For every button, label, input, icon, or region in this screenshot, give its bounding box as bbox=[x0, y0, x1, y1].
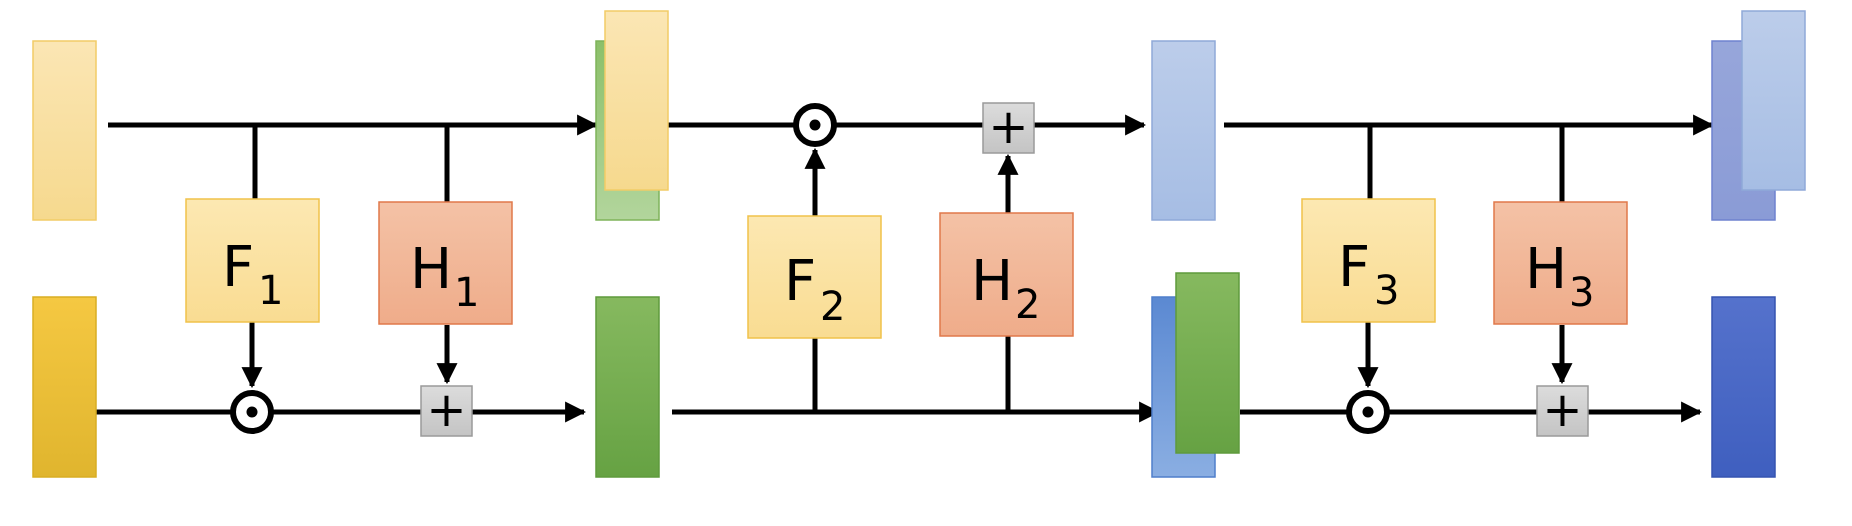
multiply-node-1 bbox=[230, 390, 274, 434]
h3-letter: H bbox=[1525, 237, 1567, 302]
f2-subscript: 2 bbox=[820, 284, 845, 330]
multiply-node-3 bbox=[1346, 390, 1390, 434]
add-node-3: + bbox=[1536, 382, 1589, 438]
add-node-2: + bbox=[982, 99, 1035, 155]
h1-subscript: 1 bbox=[454, 270, 479, 316]
f3-box bbox=[1301, 198, 1436, 323]
stage1-bottom-tensor bbox=[595, 296, 660, 478]
f3-subscript: 3 bbox=[1374, 268, 1399, 314]
f1-subscript: 1 bbox=[258, 268, 283, 314]
input-top-tensor bbox=[32, 40, 97, 221]
f2-block: F 2 bbox=[747, 215, 882, 339]
multiply-node-2 bbox=[793, 103, 837, 147]
f1-block: F 1 bbox=[185, 198, 320, 323]
output-top-blue-tensor bbox=[1741, 10, 1806, 191]
stage1-top-yellow-tensor bbox=[604, 10, 669, 191]
f2-box bbox=[747, 215, 882, 339]
f1-box bbox=[185, 198, 320, 323]
f3-block: F 3 bbox=[1301, 198, 1436, 323]
h3-block: H 3 bbox=[1493, 201, 1628, 325]
add-node-1: + bbox=[420, 382, 473, 438]
h3-subscript: 3 bbox=[1569, 270, 1594, 316]
h2-block: H 2 bbox=[939, 212, 1074, 337]
f3-letter: F bbox=[1338, 235, 1370, 300]
stage2-top-tensor bbox=[1151, 40, 1216, 221]
h1-letter: H bbox=[410, 237, 452, 302]
add-symbol-2: + bbox=[988, 99, 1028, 155]
output-bottom-tensor bbox=[1711, 296, 1776, 478]
add-symbol-3: + bbox=[1542, 382, 1582, 438]
add-symbol-1: + bbox=[426, 382, 466, 438]
h3-box bbox=[1493, 201, 1628, 325]
h2-box bbox=[939, 212, 1074, 337]
h2-letter: H bbox=[971, 249, 1013, 314]
input-bottom-tensor bbox=[32, 296, 97, 478]
h1-box bbox=[378, 201, 513, 325]
f1-letter: F bbox=[222, 235, 254, 300]
h1-block: H 1 bbox=[378, 201, 513, 325]
stage2-bottom-green-tensor bbox=[1175, 272, 1240, 454]
h2-subscript: 2 bbox=[1015, 282, 1040, 328]
f2-letter: F bbox=[784, 249, 816, 314]
connections bbox=[96, 114, 1715, 423]
